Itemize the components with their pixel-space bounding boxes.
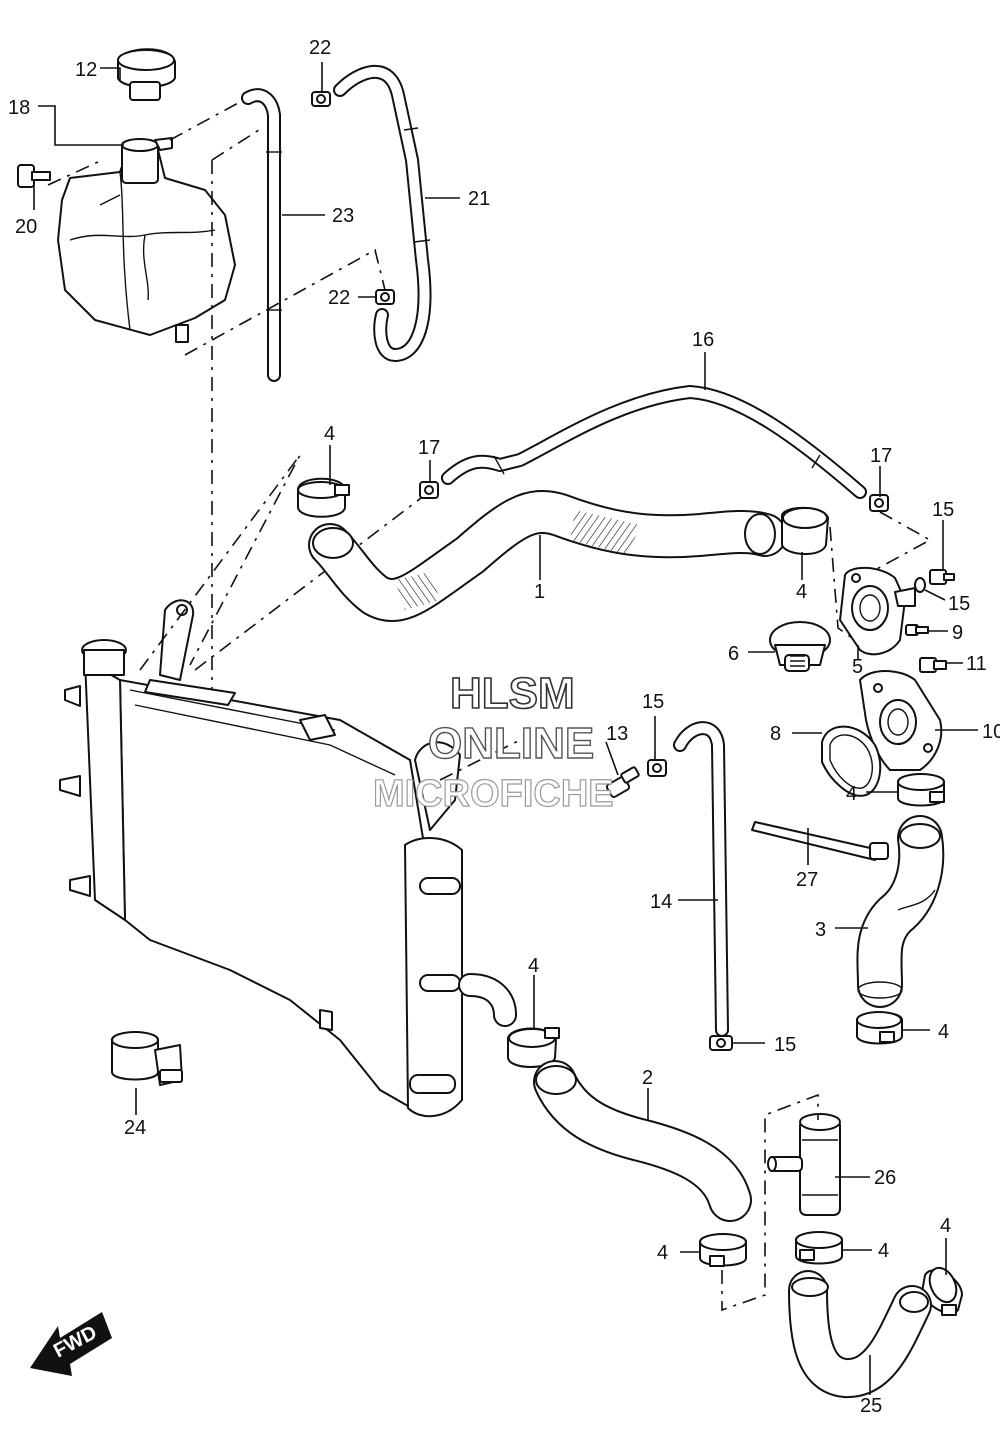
routing-line-right-1	[829, 526, 856, 641]
hose-clamp-4-upper-left	[297, 477, 350, 518]
hose-clamp-15-top	[647, 759, 667, 777]
callout-1: 1	[534, 581, 545, 603]
reservoir-cap	[117, 48, 176, 101]
callout-7: 9	[952, 622, 963, 644]
radiator-hose-25	[788, 1270, 932, 1398]
forward-direction-arrow: FWD	[30, 1312, 112, 1376]
overflow-hose-23	[241, 88, 282, 382]
callout-22-bottom: 22	[328, 287, 350, 309]
callout-20: 20	[15, 216, 37, 238]
radiator-outlet-pipe	[458, 973, 517, 1027]
o-ring-9	[821, 725, 882, 797]
callout-4-g: 4	[657, 1242, 668, 1264]
callout-2: 2	[642, 1067, 653, 1089]
callout-12: 15	[948, 593, 970, 615]
reservoir-tank	[57, 137, 236, 343]
callout-5: 5	[852, 656, 863, 678]
callout-19: 12	[75, 59, 97, 81]
callout-26: 26	[874, 1167, 896, 1189]
thermostat-case-5	[839, 566, 916, 656]
hose-clamp-15-bottom	[709, 1035, 733, 1051]
radiator-hose-3	[856, 815, 945, 1008]
bolt-10	[919, 657, 947, 673]
hose-clamp-4-lower-left	[507, 1027, 560, 1068]
callout-4-b: 4	[796, 581, 807, 603]
breather-hose-21	[333, 64, 432, 362]
callout-24: 24	[124, 1117, 146, 1139]
callout-21: 21	[468, 188, 490, 210]
callout-22-top: 22	[309, 37, 331, 59]
callout-4-f: 4	[940, 1215, 951, 1237]
callout-10: 11	[966, 653, 987, 675]
callout-15-top: 15	[642, 691, 664, 713]
hose-clamp-22-top	[311, 91, 331, 107]
routing-line-right-2	[874, 511, 932, 571]
callout-17-right: 17	[870, 445, 892, 467]
routing-line-bottom-1	[721, 1093, 819, 1312]
leader-lines	[33, 62, 978, 1395]
callout-17-left: 17	[418, 437, 440, 459]
routing-line-tank-2	[47, 161, 99, 186]
radiator-hose-2	[533, 1060, 752, 1222]
callout-4-h: 4	[878, 1240, 889, 1262]
callout-15-bottom: 15	[774, 1034, 796, 1056]
callout-25: 25	[860, 1395, 882, 1417]
callout-labels: 12 18 20 22 23 21 22 16 4 17 17 15 1 4 1…	[8, 37, 1000, 1417]
radiator	[59, 599, 463, 1118]
callout-4-d: 4	[528, 955, 539, 977]
routing-line-rad-1	[139, 454, 301, 671]
bypass-hose-16	[441, 385, 867, 499]
callout-6: 6	[728, 643, 739, 665]
callout-4-a: 4	[324, 423, 335, 445]
hose-clamp-17-left	[419, 481, 439, 499]
cable-tie-27	[751, 821, 889, 861]
fwd-arrow-icon	[30, 1312, 112, 1376]
routing-line-tank-1	[169, 101, 241, 141]
routing-line-rad-2	[194, 494, 426, 671]
thermostat-6	[769, 621, 831, 672]
watermark-line-2: ONLINE	[428, 719, 594, 768]
callout-11: 15	[932, 499, 954, 521]
routing-line-tank-3	[184, 248, 386, 356]
radiator-hose-1	[308, 490, 787, 622]
hose-clamp-22-bottom	[375, 289, 395, 305]
callout-18: 18	[8, 97, 30, 119]
callout-27: 27	[796, 869, 818, 891]
callout-23: 23	[332, 205, 354, 227]
watermark-line-3: MICROFICHE	[373, 773, 614, 815]
joint-pipe-26	[767, 1113, 841, 1216]
hose-clamp-17-right	[869, 494, 889, 512]
watermark-line-1: HLSM	[450, 669, 575, 718]
water-hose-14	[673, 721, 729, 1037]
gasket-12	[914, 577, 926, 593]
routing-line-rad-3	[439, 739, 521, 781]
routing-line-tank-4	[211, 127, 263, 161]
callout-16: 16	[692, 329, 714, 351]
tank-bolt	[17, 164, 51, 188]
hose-clamp-4-bottom-center	[699, 1233, 747, 1267]
bolt-7	[905, 624, 929, 636]
hose-clamp-4-bottom-right	[795, 1231, 843, 1265]
callout-8: 10	[982, 721, 1000, 743]
hose-clamp-4-upper-right	[781, 506, 829, 555]
callout-3: 3	[815, 919, 826, 941]
hose-clamp-4-lower-right	[856, 1011, 903, 1045]
hose-clamp-4-middle-right	[897, 773, 945, 807]
watermark: HLSM ONLINE MICROFICHE	[372, 668, 614, 815]
callout-14: 14	[650, 891, 672, 913]
callout-9: 8	[770, 723, 781, 745]
union-13	[605, 766, 640, 798]
callout-13: 13	[606, 723, 628, 745]
hose-clamp-4-far-right	[921, 1266, 963, 1316]
callout-4-e: 4	[938, 1021, 949, 1043]
clamp-24	[111, 1031, 183, 1086]
bolt-11	[929, 569, 955, 585]
callout-4-c: 4	[846, 783, 857, 805]
